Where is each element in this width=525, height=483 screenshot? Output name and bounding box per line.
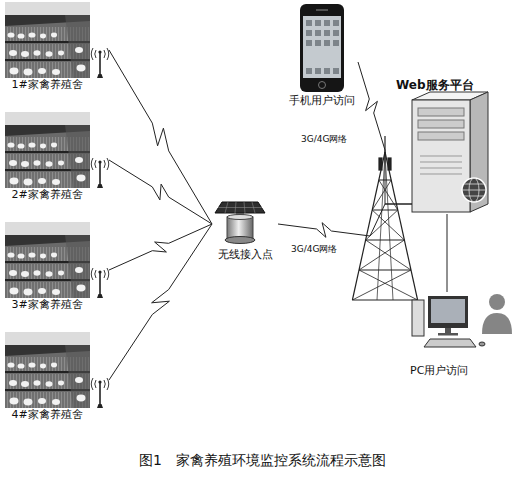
wireless-link	[278, 204, 412, 237]
poultry-house: 3#家禽养殖舍	[3, 220, 109, 312]
poultry-house: 1#家禽养殖舍	[3, 0, 109, 92]
access-point: 无线接入点	[212, 198, 278, 262]
pc-user: PC用户访问	[396, 292, 506, 378]
node-label: 4#家禽养殖舍	[3, 408, 91, 422]
wireless-link	[109, 50, 212, 224]
node-label: 手机用户访问	[286, 94, 358, 108]
node-label: Web服务平台	[396, 78, 496, 93]
poultry-house-photos	[5, 2, 90, 408]
node-label: PC用户访问	[410, 364, 506, 378]
node-label: 无线接入点	[212, 248, 278, 262]
wireless-link	[109, 160, 212, 224]
pc-icon	[412, 294, 512, 347]
node-label: 1#家禽养殖舍	[3, 78, 91, 92]
server-icon	[412, 92, 488, 212]
poultry-house: 2#家禽养殖舍	[3, 110, 109, 202]
poultry-house: 4#家禽养殖舍	[3, 330, 109, 422]
web-server: Web服务平台	[396, 78, 496, 214]
figure-caption: 图1 家禽养殖环境监控系统流程示意图	[0, 452, 525, 470]
node-label: 2#家禽养殖舍	[3, 188, 91, 202]
wireless-link	[109, 224, 212, 380]
phone-user: 手机用户访问	[286, 2, 358, 108]
wireless-link	[447, 214, 448, 292]
network-label: 3G/4G网络	[300, 134, 348, 145]
node-label: 3#家禽养殖舍	[3, 298, 91, 312]
phone-icon	[300, 4, 344, 92]
network-label: 3G/4G网络	[290, 244, 338, 255]
access-point-icon	[215, 202, 265, 244]
antenna-icons	[91, 48, 109, 408]
